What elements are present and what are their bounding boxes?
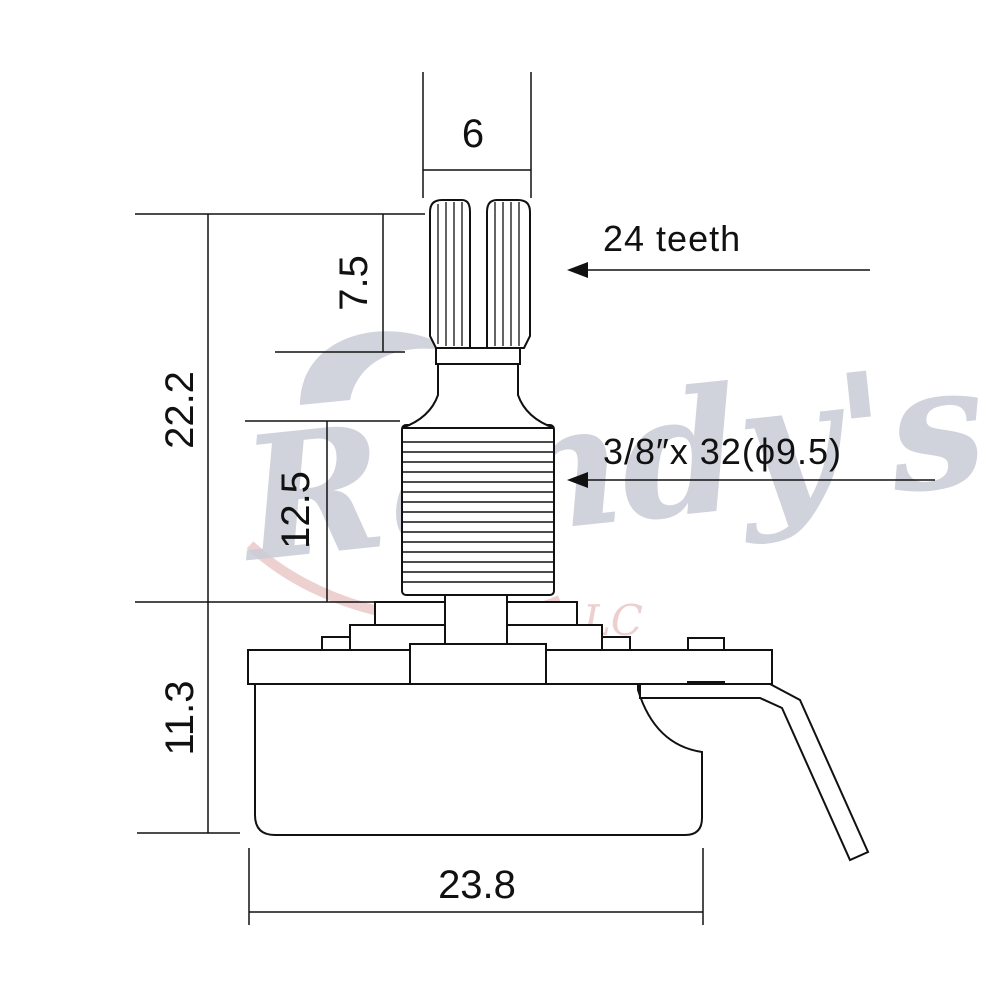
dim-knurl-height: 7.5: [332, 255, 376, 311]
callout-teeth: 24 teeth: [603, 218, 741, 259]
dim-body-height: 11.3: [158, 681, 202, 756]
threaded-bushing: [401, 424, 555, 596]
shaft-neck: [401, 361, 555, 429]
dim-shaft-width: 6: [462, 112, 484, 156]
dim-body-width: 23.8: [438, 863, 516, 907]
dim-total-shaft-height: 22.2: [158, 371, 202, 449]
callout-thread: 3/8″x 32(ϕ9.5): [603, 431, 842, 472]
knurled-shaft: [429, 199, 531, 365]
dimension-lines: [135, 72, 704, 925]
dim-thread-height: 12.5: [274, 471, 318, 549]
callout-arrows: [567, 262, 935, 488]
pot-body: [247, 589, 870, 862]
watermark-logo: Randy's LLC: [229, 324, 994, 645]
